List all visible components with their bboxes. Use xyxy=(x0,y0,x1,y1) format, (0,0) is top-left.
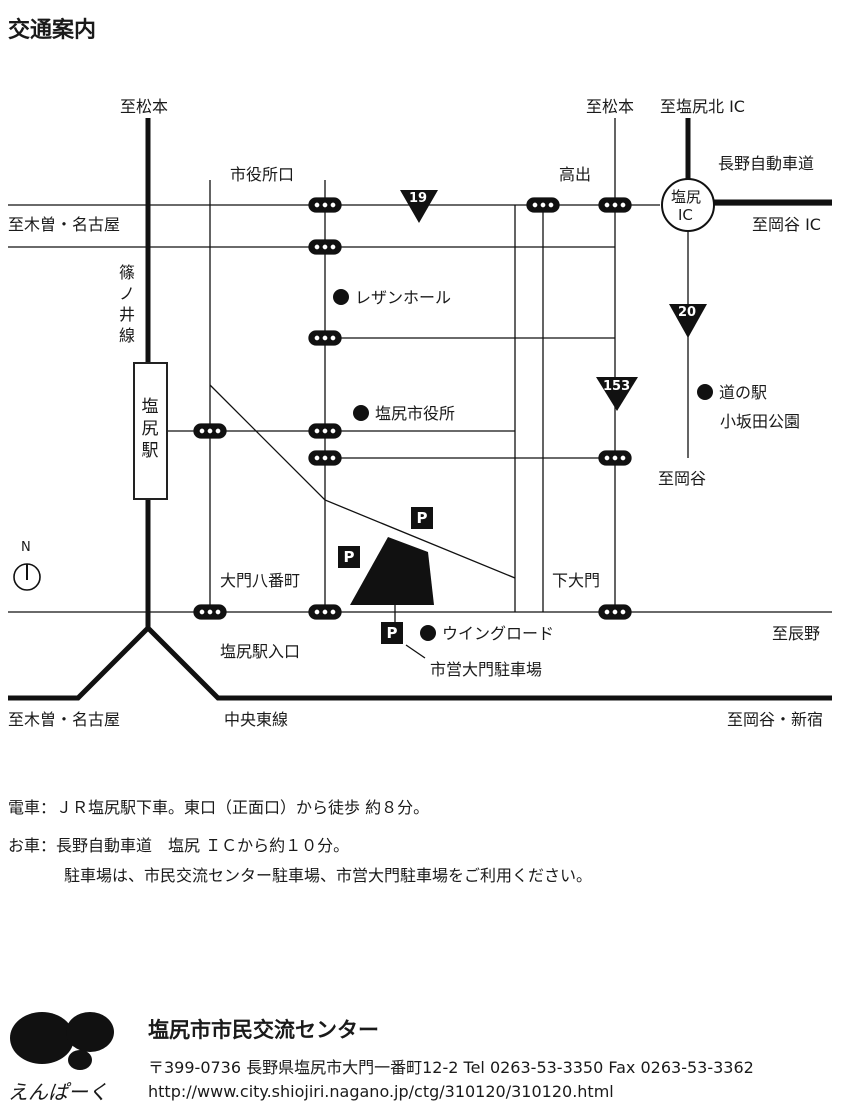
label-shinonoi-line-text: 篠ノ井線 xyxy=(118,263,135,345)
label-shiojiri-eki-iriguchi: 塩尻駅入口 xyxy=(220,642,301,661)
label-to-matsumoto-left: 至松本 xyxy=(120,97,169,116)
signal-325-247 xyxy=(308,239,342,255)
org-url-link[interactable]: http://www.city.shiojiri.nagano.jp/ctg/3… xyxy=(148,1082,614,1101)
label-resan-hall-text: レザンホール xyxy=(355,288,452,307)
label-kosakada-park: 小坂田公園 xyxy=(720,412,801,431)
landmark-dot-icon xyxy=(697,384,713,400)
access-parking-note: 駐車場は、市民交流センター駐車場、市営大門駐車場をご利用ください。 xyxy=(64,866,593,885)
signal-shimodaimon xyxy=(598,604,632,620)
landmark-dot-icon xyxy=(333,289,349,305)
route-19-shield xyxy=(400,190,438,223)
label-michi-no-eki-text: 道の駅 xyxy=(719,383,768,402)
shiojiri-ic-circle xyxy=(661,178,715,232)
route-20-number: 20 xyxy=(678,305,697,320)
label-shiojiri-city-hall-text: 塩尻市役所 xyxy=(375,404,456,423)
label-to-okaya: 至岡谷 xyxy=(658,469,707,488)
label-shinonoi-line: 篠ノ井線 xyxy=(118,262,138,346)
label-resan-hall: レザンホール xyxy=(333,284,451,308)
label-to-kiso-nagoya-bottom: 至木曽・名古屋 xyxy=(8,710,121,729)
traffic-signals xyxy=(193,197,632,620)
access-train: 電車：ＪＲ塩尻駅下車。東口（正面口）から徒歩 約８分。 xyxy=(8,798,430,817)
route-153-number: 153 xyxy=(603,379,631,394)
signal-eki-iriguchi xyxy=(193,604,227,620)
label-shiojiri-station: 塩尻駅 xyxy=(141,397,159,461)
shiojiri-station-box xyxy=(133,362,168,500)
label-shiojiri-city-hall: 塩尻市役所 xyxy=(353,400,455,424)
north-arrow-icon xyxy=(13,563,41,591)
label-nagano-expressway: 長野自動車道 xyxy=(718,154,815,173)
page-title: 交通案内 xyxy=(8,18,97,43)
parking-marker-2: P xyxy=(338,546,360,568)
label-wing-road: ウイングロード xyxy=(420,620,554,644)
signal-shiyakusho xyxy=(308,197,342,213)
signal-325-338 xyxy=(308,330,342,346)
enpaku-logo-icon xyxy=(10,1012,114,1070)
label-shiyakusho-guchi: 市役所口 xyxy=(230,165,295,184)
rail-chuo-west xyxy=(8,626,150,701)
landmark-dot-icon xyxy=(353,405,369,421)
road-diagonal xyxy=(209,384,516,579)
signal-takade xyxy=(598,197,632,213)
signal-daimon-hachibancho xyxy=(308,604,342,620)
label-to-tatsuno: 至辰野 xyxy=(772,624,821,643)
landmark-dot-icon xyxy=(420,625,436,641)
label-to-matsumoto-right: 至松本 xyxy=(586,97,635,116)
shiojiri-ic-label-2: IC xyxy=(678,206,693,224)
access-map xyxy=(8,118,832,701)
label-michi-no-eki: 道の駅 xyxy=(697,379,767,403)
label-to-kiso-nagoya-top: 至木曽・名古屋 xyxy=(8,215,121,234)
org-address: 〒399-0736 長野県塩尻市大門一番町12-2 Tel 0263-53-33… xyxy=(148,1058,754,1077)
parking-marker-3: P xyxy=(381,622,403,644)
route-20-shield xyxy=(669,304,707,338)
signal-210-431 xyxy=(193,423,227,439)
label-shiei-daimon-parking: 市営大門駐車場 xyxy=(430,660,543,679)
label-to-okaya-ic: 至岡谷 IC xyxy=(752,215,821,234)
signal-325-458 xyxy=(308,450,342,466)
signal-615-458 xyxy=(598,450,632,466)
label-wing-road-text: ウイングロード xyxy=(442,624,555,643)
civic-center-building xyxy=(350,537,434,605)
route-19-number: 19 xyxy=(409,191,428,206)
label-takade: 高出 xyxy=(559,165,592,184)
signal-543-205 xyxy=(526,197,560,213)
parking-label-lead xyxy=(405,644,426,659)
label-shimo-daimon: 下大門 xyxy=(552,571,601,590)
org-name: 塩尻市市民交流センター xyxy=(148,1018,379,1042)
label-daimon-hachibancho: 大門八番町 xyxy=(220,571,301,590)
access-car: お車：長野自動車道 塩尻 ＩＣから約１０分。 xyxy=(8,836,350,855)
rail-chuo-east xyxy=(146,626,832,701)
shiojiri-ic-label-1: 塩尻 xyxy=(671,188,702,206)
label-chuo-east-line: 中央東線 xyxy=(224,710,289,729)
label-north: N xyxy=(21,540,31,555)
label-to-okaya-shinjuku: 至岡谷・新宿 xyxy=(727,710,824,729)
signal-325-431 xyxy=(308,423,342,439)
label-to-shiojiri-kita-ic: 至塩尻北 IC xyxy=(660,97,745,116)
logo-text: えんぱーく xyxy=(8,1080,108,1104)
parking-marker-1: P xyxy=(411,507,433,529)
route-153-shield xyxy=(596,377,638,411)
